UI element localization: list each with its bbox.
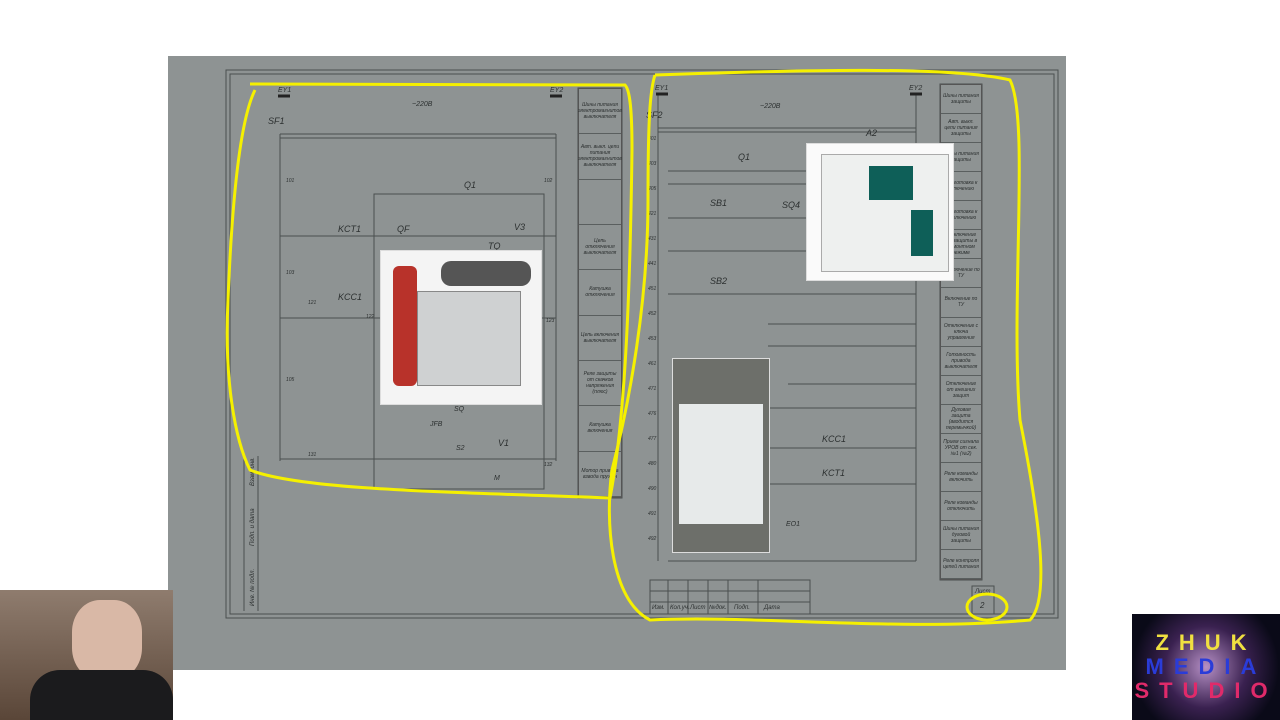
left-breaker: SF1 [268, 116, 285, 126]
left-function-labels: Шины питания электромагнитов выключателя… [578, 88, 622, 498]
function-label: Шины питания электромагнитов выключателя [578, 89, 622, 135]
function-label: Авт. выкл. цепи питания электромагнитов … [578, 134, 622, 180]
wire-label: 492 [648, 536, 657, 542]
wire-label: 102 [544, 178, 553, 184]
function-label: Реле команды включить [941, 463, 981, 492]
function-label: Отключение от внешних защит [941, 376, 981, 405]
wire-label: 441 [648, 261, 657, 267]
function-label: Включение по ТУ [941, 288, 981, 318]
stamp-col: Лист [689, 605, 705, 611]
wire-label: 452 [648, 311, 657, 317]
function-label: Шины питания дуговой защиты [941, 521, 981, 550]
left-switch: Q1 [464, 180, 476, 190]
stamp-col: №док. [709, 604, 727, 611]
wire-label: 471 [648, 386, 657, 392]
protection-relay-photo [806, 143, 954, 281]
wire-label: 103 [286, 270, 295, 276]
right-voltage: ~220В [760, 103, 781, 110]
function-label: Авт. выкл. цепи питания защиты [941, 114, 981, 144]
right-button2: SB2 [710, 276, 727, 286]
stamp-col: Подп. [734, 605, 750, 611]
function-label: Мотор привода взвода пружин [579, 452, 621, 497]
sheet-label: Лист [974, 589, 990, 595]
zhuk-media-studio-logo: ZHUK MEDIA STUDIO [1132, 614, 1280, 720]
left-relay2: KCC1 [338, 292, 362, 302]
control-device-photo [672, 358, 770, 553]
wire-label: 477 [648, 436, 657, 442]
wire-label: 405 [648, 186, 657, 192]
left-voltage: ~220В [412, 101, 433, 108]
right-relay1: KCC1 [822, 434, 846, 444]
wire-label: 123 [546, 318, 555, 324]
stamp-side: Взам. инв. [250, 457, 256, 486]
wire-label: 131 [308, 452, 317, 458]
logo-line3: STUDIO [1134, 678, 1278, 704]
left-rect1: V3 [514, 222, 525, 232]
wire-label: 461 [648, 361, 657, 367]
function-label: Готовность привода выключателя [941, 347, 981, 376]
wire-label: 101 [286, 178, 295, 184]
wire-label: 480 [648, 461, 657, 467]
right-relay2: KCT1 [822, 468, 845, 478]
function-label: Цепь отключения выключателя [579, 225, 621, 271]
logo-line2: MEDIA [1145, 653, 1267, 679]
vacuum-breaker-photo [380, 250, 542, 405]
right-relay-unit: A2 [865, 128, 877, 138]
webcam-presenter [0, 590, 173, 720]
function-label: Цепь включения выключателя [579, 316, 621, 361]
left-aux: QF [397, 224, 410, 234]
left-motor: M [494, 475, 500, 482]
function-label: Катушка включения [579, 406, 621, 452]
wire-label: 476 [648, 411, 657, 417]
function-label: Отключение с ключа управления [941, 318, 981, 347]
function-label: Катушка отключения [579, 270, 621, 316]
wire-label: 453 [648, 336, 657, 342]
right-contact: EO1 [786, 521, 800, 528]
wire-label: 132 [544, 462, 553, 468]
wire-label: 421 [648, 211, 657, 217]
wire-label: 105 [286, 377, 295, 383]
stamp-side: Подп. и дата [250, 508, 256, 546]
right-limit: SQ4 [782, 200, 800, 210]
right-bus1: EY1 [655, 85, 668, 92]
stamp-col: Дата [763, 605, 780, 611]
left-sw2: S2 [456, 445, 465, 452]
stamp-col: Изм. [652, 605, 665, 611]
wire-label: 490 [648, 486, 657, 492]
right-breaker: SF2 [646, 110, 663, 120]
left-rect2: V1 [498, 438, 509, 448]
left-spring: JFB [429, 421, 443, 428]
wire-label: 121 [308, 300, 317, 306]
function-label: Реле контроля цепей питания [941, 550, 981, 580]
logo-line1: ZHUK [1155, 629, 1257, 655]
wire-label: 491 [648, 511, 657, 517]
function-label [579, 180, 621, 225]
right-bus2: EY2 [909, 85, 922, 92]
function-label: Реле команды отключить [941, 492, 981, 521]
left-bus1: EY1 [278, 87, 291, 94]
left-bus2: EY2 [550, 87, 563, 94]
function-label: Шины питания защиты [941, 85, 981, 115]
stamp-side: Инв. № подл. [249, 569, 256, 606]
function-label: Дуговая защита (вводится перемычкой) [941, 405, 981, 434]
function-label: Реле защиты от скачков напряжения (плюс) [579, 361, 621, 407]
stamp-col: Кол.уч. [670, 605, 690, 611]
sheet-number: 2 [979, 601, 985, 610]
left-relay1: KCT1 [338, 224, 361, 234]
wire-label: 122 [366, 314, 375, 320]
wire-label: 431 [648, 236, 657, 242]
right-switch: Q1 [738, 152, 750, 162]
wire-label: 451 [648, 286, 657, 292]
right-button1: SB1 [710, 198, 727, 208]
left-limit: SQ [454, 406, 465, 413]
wire-label: 403 [648, 161, 657, 167]
function-label: Прием сигнала УРОВ от сек. №1 (№2) [941, 434, 981, 463]
wire-label: 401 [648, 136, 657, 142]
